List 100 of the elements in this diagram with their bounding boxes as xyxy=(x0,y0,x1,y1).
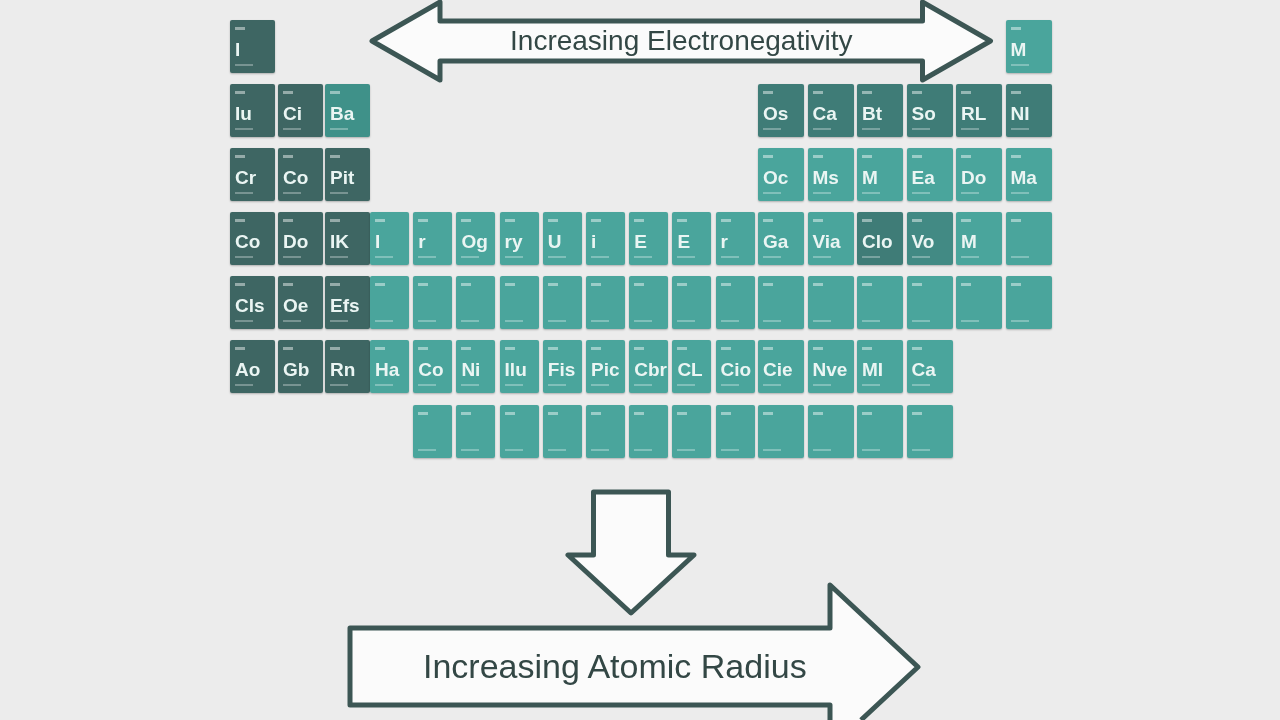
block-arrow xyxy=(565,489,697,616)
element-symbol: Og xyxy=(461,232,488,251)
element-tile xyxy=(325,340,370,393)
element-tile xyxy=(807,276,854,329)
element-tile xyxy=(906,276,953,329)
element-symbol: Ao xyxy=(235,360,261,379)
element-symbol: Do xyxy=(283,232,309,251)
element-tile xyxy=(413,276,453,329)
element-symbol: Pic xyxy=(591,360,620,379)
element-tile xyxy=(325,148,370,201)
element-tile xyxy=(230,20,275,73)
element-tile xyxy=(715,340,755,393)
element-tile xyxy=(715,405,755,458)
element-symbol: M xyxy=(961,232,977,251)
element-symbol: Ni xyxy=(461,360,481,379)
element-tile xyxy=(325,84,370,137)
element-tile xyxy=(629,276,669,329)
element-tile xyxy=(586,276,625,329)
element-tile xyxy=(906,84,953,137)
element-tile xyxy=(413,340,453,393)
element-tile xyxy=(672,276,712,329)
element-symbol: Ca xyxy=(911,360,936,379)
element-symbol: Ga xyxy=(763,232,789,251)
element-tile xyxy=(542,212,582,265)
element-symbol: r xyxy=(720,232,728,251)
element-tile xyxy=(370,212,409,265)
element-tile xyxy=(906,148,953,201)
element-symbol: Oe xyxy=(283,296,309,315)
element-symbol: Pit xyxy=(330,168,355,187)
element-symbol: Vo xyxy=(911,232,935,251)
element-tile xyxy=(586,405,625,458)
element-tile xyxy=(370,340,409,393)
element-symbol: Ha xyxy=(375,360,400,379)
element-tile xyxy=(542,276,582,329)
element-tile xyxy=(1005,84,1052,137)
element-symbol: Rn xyxy=(330,360,356,379)
element-tile xyxy=(715,212,755,265)
element-tile xyxy=(857,84,903,137)
element-symbol: Ilu xyxy=(504,360,527,379)
element-tile xyxy=(456,340,496,393)
element-tile xyxy=(629,212,669,265)
element-tile xyxy=(413,212,453,265)
element-symbol: E xyxy=(677,232,691,251)
element-symbol: Cbr xyxy=(634,360,667,379)
element-tile xyxy=(758,84,804,137)
element-tile xyxy=(956,148,1002,201)
element-tile xyxy=(325,276,370,329)
element-tile xyxy=(629,340,669,393)
element-tile xyxy=(370,276,409,329)
element-tile xyxy=(230,148,275,201)
element-tile xyxy=(672,340,712,393)
element-tile xyxy=(586,340,625,393)
element-symbol: MI xyxy=(862,360,884,379)
element-tile xyxy=(807,340,854,393)
element-symbol: Ea xyxy=(911,168,935,187)
element-tile xyxy=(906,212,953,265)
element-tile xyxy=(906,340,953,393)
element-symbol: Ba xyxy=(330,104,355,123)
element-symbol: I xyxy=(375,232,381,251)
element-tile xyxy=(499,405,539,458)
edge-label: Increasing Electronegativity xyxy=(510,27,853,55)
element-symbol: Efs xyxy=(330,296,360,315)
element-tile xyxy=(758,340,804,393)
element-tile xyxy=(1005,276,1052,329)
element-tile xyxy=(278,212,323,265)
element-symbol: Do xyxy=(961,168,987,187)
element-tile xyxy=(807,148,854,201)
element-symbol: NI xyxy=(1010,104,1030,123)
element-symbol: Cie xyxy=(763,360,793,379)
element-symbol: Cls xyxy=(235,296,265,315)
element-tile xyxy=(456,405,496,458)
element-tile xyxy=(278,148,323,201)
element-tile xyxy=(672,212,712,265)
element-symbol: Iu xyxy=(235,104,252,123)
element-symbol: Ci xyxy=(283,104,302,123)
element-symbol: Cr xyxy=(235,168,257,187)
element-tile xyxy=(1005,20,1052,73)
element-symbol: M xyxy=(1010,40,1027,59)
element-tile xyxy=(857,405,903,458)
element-tile xyxy=(857,276,903,329)
element-symbol: r xyxy=(418,232,426,251)
right-block-arrow xyxy=(347,582,922,720)
element-tile xyxy=(230,340,275,393)
element-symbol: ry xyxy=(504,232,523,251)
element-symbol: RL xyxy=(961,104,987,123)
element-tile xyxy=(230,84,275,137)
element-tile xyxy=(629,405,669,458)
element-tile xyxy=(956,276,1002,329)
element-tile xyxy=(230,276,275,329)
element-tile xyxy=(906,405,953,458)
element-tile xyxy=(715,276,755,329)
element-tile xyxy=(499,340,539,393)
element-tile xyxy=(325,212,370,265)
element-symbol: Cio xyxy=(720,360,752,379)
element-tile xyxy=(857,148,903,201)
element-tile xyxy=(857,340,903,393)
element-tile xyxy=(807,405,854,458)
element-tile xyxy=(758,276,804,329)
element-symbol: Os xyxy=(763,104,789,123)
element-symbol: Oc xyxy=(763,168,789,187)
